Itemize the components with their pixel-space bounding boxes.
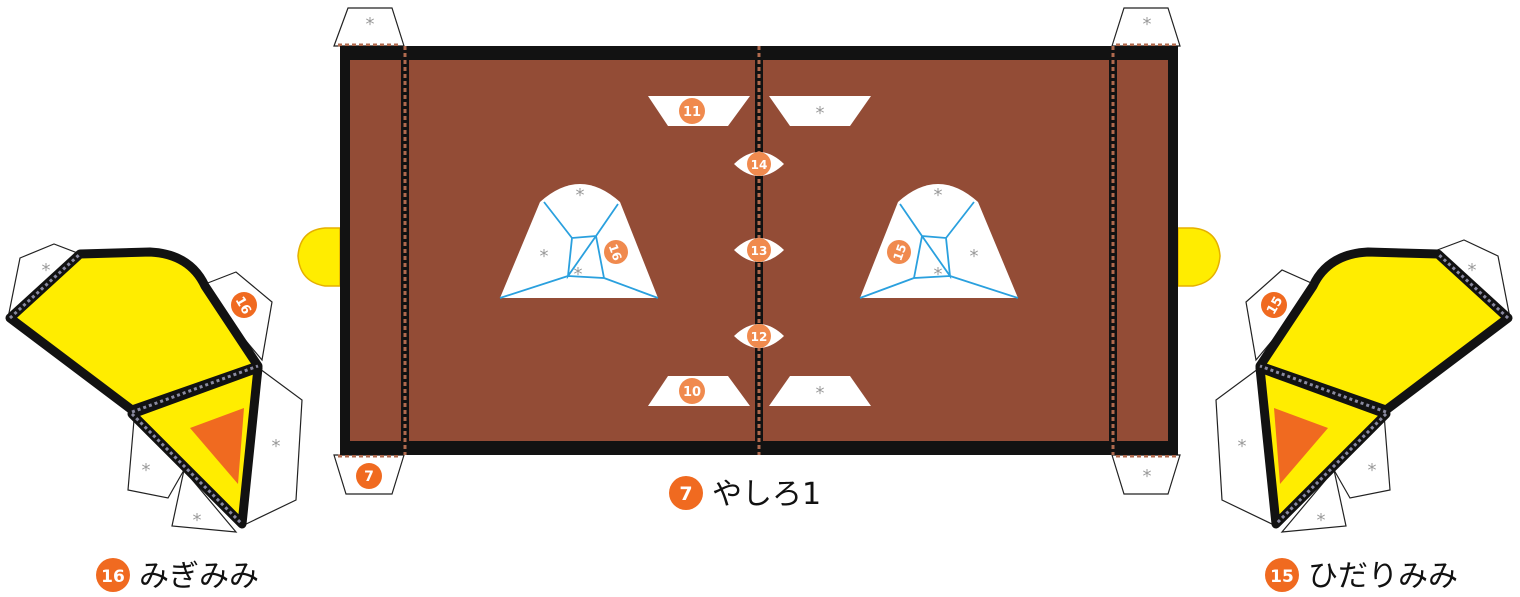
- glue-mark: *: [540, 246, 549, 267]
- ear-glue-tab: [1280, 468, 1347, 533]
- badge-7: 7: [364, 469, 374, 485]
- ear-glue-tab: [171, 468, 238, 533]
- caption-center: 7 やしろ1: [669, 476, 821, 512]
- shrine-panel-part: * * * * * * * * * * * 7 11 10 14 13 12: [297, 7, 1221, 495]
- badge-12: 12: [751, 330, 768, 344]
- caption-name: みぎみみ: [139, 559, 259, 594]
- right-ear-part: * * * * 16: [5, 243, 303, 533]
- glue-mark: *: [366, 14, 375, 35]
- glue-mark: *: [42, 260, 51, 281]
- glue-mark: *: [193, 510, 202, 531]
- window-left: [500, 184, 658, 298]
- badge-10: 10: [683, 385, 701, 400]
- badge-15-window: 15: [891, 242, 910, 262]
- glue-mark: *: [816, 103, 825, 124]
- glue-mark: *: [1143, 466, 1152, 487]
- caption-number: 7: [679, 483, 692, 505]
- glue-mark: *: [1317, 510, 1326, 531]
- left-ear-part: * * * * 15: [1215, 239, 1513, 533]
- caption-name: やしろ1: [712, 477, 821, 512]
- caption-left: 16 みぎみみ: [96, 558, 259, 594]
- glue-mark: *: [272, 436, 281, 457]
- glue-mark: *: [576, 185, 585, 206]
- caption-name: ひだりみみ: [1308, 559, 1458, 594]
- ear-outer-face: [5, 247, 263, 415]
- glue-mark: *: [934, 185, 943, 206]
- ear-inner-face: [127, 363, 263, 529]
- badge-14: 14: [751, 158, 768, 172]
- badge-11: 11: [683, 105, 701, 120]
- glue-mark: *: [934, 264, 943, 285]
- right-glue-tab: [1177, 227, 1221, 287]
- caption-number: 15: [1270, 567, 1294, 587]
- glue-mark: *: [574, 264, 583, 285]
- glue-mark: *: [1143, 14, 1152, 35]
- glue-mark: *: [1368, 460, 1377, 481]
- slot-top-right: [769, 96, 871, 126]
- badge-16-window: 16: [606, 242, 625, 262]
- glue-mark: *: [142, 460, 151, 481]
- ear-outer-face: [1255, 247, 1513, 415]
- window-right: [860, 184, 1018, 298]
- left-glue-tab: [297, 227, 341, 287]
- ear-inner-orange: [1274, 408, 1328, 484]
- slot-bottom-right: [769, 376, 871, 406]
- ear-inner-orange: [190, 408, 244, 484]
- caption-number: 16: [101, 567, 125, 587]
- glue-mark: *: [816, 383, 825, 404]
- badge-13: 13: [751, 244, 768, 258]
- caption-right: 15 ひだりみみ: [1265, 558, 1458, 594]
- glue-mark: *: [970, 246, 979, 267]
- glue-mark: *: [1468, 260, 1477, 281]
- ear-inner-face: [1255, 363, 1391, 529]
- glue-mark: *: [1238, 436, 1247, 457]
